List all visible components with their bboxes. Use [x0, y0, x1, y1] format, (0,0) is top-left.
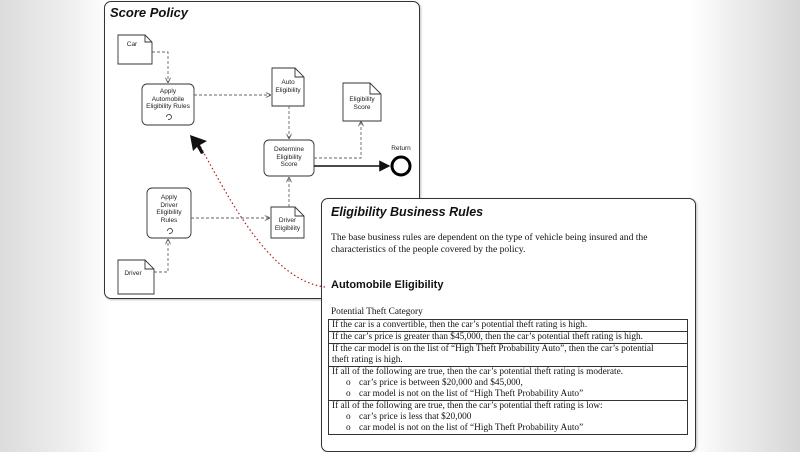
eligibility-score-label: Eligibility Score: [349, 96, 375, 111]
theft-category-table: If the car is a convertible, then the ca…: [328, 319, 688, 435]
auto-eligibility-data-object[interactable]: [271, 67, 305, 107]
determine-score-label: Determine Eligibility Score: [274, 146, 304, 168]
connector-determine-to-score: [314, 122, 361, 159]
driver-eligibility-label: Driver Eligibility: [274, 217, 301, 232]
table-caption: Potential Theft Category: [331, 307, 423, 317]
section-heading: Automobile Eligibility: [331, 279, 444, 291]
return-end-event[interactable]: [390, 155, 412, 177]
loop-icon: [166, 114, 172, 120]
apply-automobile-rules-activity[interactable]: [141, 83, 195, 126]
table-row: If the car’s price is greater than $45,0…: [328, 331, 688, 344]
car-label: Car: [126, 41, 138, 48]
business-rules-title: Eligibility Business Rules: [331, 205, 484, 219]
connector-driver-to-apply: [154, 240, 168, 273]
eligibility-score-data-object[interactable]: [342, 82, 382, 122]
return-label: Return: [391, 145, 411, 152]
table-row: If all of the following are true, then t…: [328, 400, 688, 435]
driver-label: Driver: [124, 270, 142, 277]
business-rules-intro: The base business rules are dependent on…: [331, 232, 648, 255]
table-row: If all of the following are true, then t…: [328, 366, 688, 401]
auto-eligibility-label: Auto Eligibility: [275, 79, 301, 94]
apply-driver-rules-activity[interactable]: [146, 187, 192, 239]
score-policy-title: Score Policy: [110, 5, 189, 20]
table-row: If the car model is on the list of “High…: [328, 343, 688, 367]
red-dotted-pointer: [199, 145, 326, 288]
loop-icon: [167, 228, 173, 234]
apply-driver-rules-label: Apply Driver Eligibility Rules: [156, 194, 182, 224]
driver-data-object[interactable]: [117, 259, 155, 295]
driver-eligibility-data-object[interactable]: [270, 206, 305, 239]
table-row: If the car is a convertible, then the ca…: [328, 319, 688, 332]
apply-automobile-rules-label: Apply Automobile Eligibility Rules: [146, 88, 190, 110]
connector-car-to-apply: [152, 51, 168, 82]
arrow-cursor-icon: [190, 135, 207, 154]
car-data-object[interactable]: [117, 34, 153, 65]
